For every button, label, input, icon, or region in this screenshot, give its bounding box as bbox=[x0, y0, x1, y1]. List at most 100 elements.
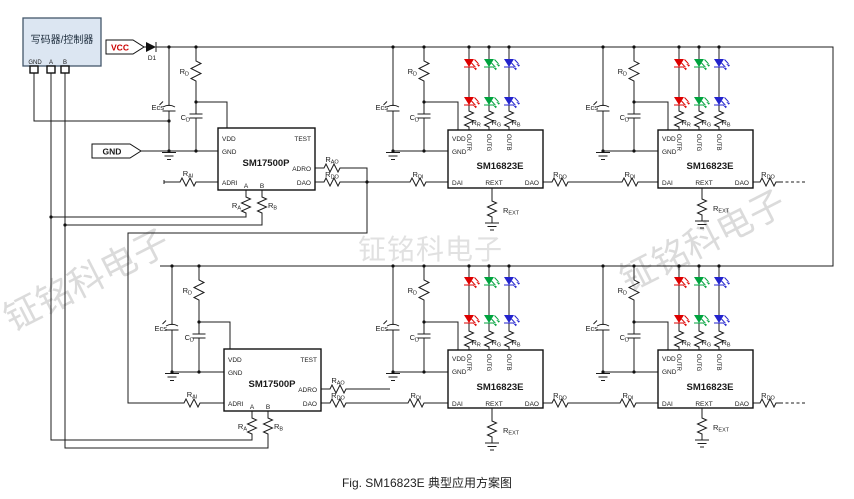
pin-label-adri: ADRI bbox=[222, 180, 238, 187]
label-cd: CD bbox=[410, 113, 419, 124]
pin-label-rext: REXT bbox=[695, 401, 712, 408]
wire-s5-leds bbox=[468, 266, 510, 328]
pin-label-outg: OUTG bbox=[485, 134, 491, 152]
pin-label-b: B bbox=[266, 404, 270, 411]
pin-label-rext: REXT bbox=[695, 180, 712, 187]
figure-caption: Fig. SM16823E 典型应用方案图 bbox=[342, 475, 512, 490]
ic-name: SM16823E bbox=[476, 382, 523, 393]
gnd-tag-label: GND bbox=[103, 147, 122, 157]
pin-label-outg: OUTG bbox=[485, 354, 491, 372]
label-cd: CD bbox=[620, 113, 629, 124]
label-rdo: RDO bbox=[325, 170, 339, 181]
label-rext: REXT bbox=[713, 204, 730, 215]
pin-label-gnd: GND bbox=[452, 149, 467, 156]
pin-label-vdd: VDD bbox=[662, 136, 676, 143]
label-rd: RD bbox=[183, 286, 192, 297]
label-rd: RD bbox=[618, 286, 627, 297]
label-rd: RD bbox=[180, 67, 189, 78]
pin-label-outb: OUTB bbox=[715, 354, 721, 371]
pin-label-outb: OUTB bbox=[505, 354, 511, 371]
label-rdo: RDO bbox=[761, 391, 775, 402]
vcc-tag: VCC bbox=[105, 39, 145, 55]
pin-label-vdd: VDD bbox=[452, 136, 466, 143]
label-ecs: Ecs bbox=[585, 324, 598, 333]
label-cd: CD bbox=[620, 333, 629, 344]
pin-label-dao: DAO bbox=[525, 401, 539, 408]
pin-label-gnd: GND bbox=[662, 149, 677, 156]
pin-label-adro: ADRO bbox=[298, 387, 317, 394]
wire-s1-power bbox=[141, 47, 228, 152]
pin-label-outr: OUTR bbox=[465, 354, 471, 372]
label-rao: RAO bbox=[325, 155, 339, 166]
ic-sm17500p-bottom: VDD GND ADRI TEST ADRO DAO SM17500P A B bbox=[223, 348, 322, 412]
wire-s5-rext-dao bbox=[491, 402, 658, 443]
label-rdo: RDO bbox=[761, 170, 775, 181]
wire-s3-leds bbox=[678, 47, 720, 108]
label-rg: RG bbox=[702, 338, 712, 349]
label-rdo: RDO bbox=[331, 391, 345, 402]
label-rdi: RDI bbox=[411, 391, 422, 402]
controller-pin-gnd bbox=[29, 65, 39, 74]
label-rb: RB bbox=[268, 201, 277, 212]
wire-controller-lines bbox=[33, 73, 269, 449]
controller-pin-label-a: A bbox=[49, 60, 53, 66]
label-ecs: Ecs bbox=[375, 103, 388, 112]
label-rb-led: RB bbox=[722, 118, 731, 129]
pin-label-b: B bbox=[260, 183, 264, 190]
wire-s2-leds bbox=[468, 47, 510, 108]
pin-label-gnd: GND bbox=[452, 369, 467, 376]
label-ecs: Ecs bbox=[151, 103, 164, 112]
wire-s2-rext-dao bbox=[491, 181, 658, 223]
pin-label-vdd: VDD bbox=[662, 356, 676, 363]
label-rb-led: RB bbox=[722, 338, 731, 349]
pin-label-dao: DAO bbox=[297, 180, 311, 187]
pin-label-outr: OUTR bbox=[465, 134, 471, 152]
label-ecs: Ecs bbox=[585, 103, 598, 112]
pin-label-outg: OUTG bbox=[695, 134, 701, 152]
gnd-tag-shape bbox=[91, 143, 142, 159]
label-rd: RD bbox=[408, 67, 417, 78]
wire-s1-adri bbox=[163, 180, 218, 184]
controller-pin-label-b: B bbox=[63, 60, 67, 66]
pin-label-gnd: GND bbox=[228, 370, 243, 377]
pin-label-outb: OUTB bbox=[715, 134, 721, 151]
label-rext: REXT bbox=[503, 426, 520, 437]
ic-sm16823e-bottom-right: VDD GND DAI OUTR OUTG OUTB SM16823E REXT… bbox=[657, 349, 754, 409]
label-rr: RR bbox=[472, 118, 481, 129]
label-rdo: RDO bbox=[553, 170, 567, 181]
label-rai: RAI bbox=[187, 390, 198, 401]
pin-label-gnd: GND bbox=[662, 369, 677, 376]
pin-label-vdd: VDD bbox=[222, 136, 236, 143]
pin-label-dai: DAI bbox=[452, 401, 463, 408]
ic-name: SM17500P bbox=[248, 379, 296, 390]
label-rext: REXT bbox=[713, 423, 730, 434]
label-rao: RAO bbox=[331, 376, 345, 387]
pin-label-dao: DAO bbox=[735, 180, 749, 187]
ic-sm16823e-top-mid: VDD GND DAI OUTR OUTG OUTB SM16823E REXT… bbox=[447, 129, 544, 189]
wire-dashed-continuations bbox=[780, 181, 806, 404]
pin-label-gnd: GND bbox=[222, 149, 237, 156]
label-rr: RR bbox=[682, 118, 691, 129]
controller-box: 写码器/控制器 GND A B bbox=[22, 17, 102, 74]
ic-name: SM16823E bbox=[476, 161, 523, 172]
pin-label-dai: DAI bbox=[452, 180, 463, 187]
ic-sm16823e-bottom-mid: VDD GND DAI OUTR OUTG OUTB SM16823E REXT… bbox=[447, 349, 544, 409]
controller-pin-a bbox=[46, 65, 56, 74]
label-rb-led: RB bbox=[512, 118, 521, 129]
pin-label-dao: DAO bbox=[303, 401, 317, 408]
ic-name: SM16823E bbox=[686, 382, 733, 393]
pin-label-dao: DAO bbox=[735, 401, 749, 408]
pin-label-adro: ADRO bbox=[292, 166, 311, 173]
pin-label-outg: OUTG bbox=[695, 354, 701, 372]
pin-label-vdd: VDD bbox=[228, 357, 242, 364]
controller-label: 写码器/控制器 bbox=[31, 33, 94, 46]
ic-name: SM16823E bbox=[686, 161, 733, 172]
label-rdo: RDO bbox=[553, 391, 567, 402]
wire-s6-leds bbox=[678, 266, 720, 328]
pin-label-rext: REXT bbox=[485, 401, 502, 408]
diode-d1: D1 bbox=[145, 41, 157, 62]
watermark-center: 钲铭科电子 bbox=[358, 234, 503, 265]
